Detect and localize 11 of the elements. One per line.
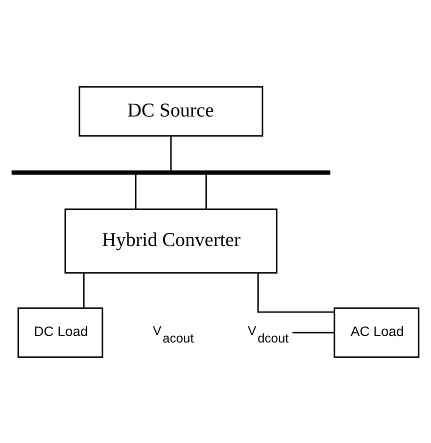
- connector: [83, 272, 85, 308]
- node-box: DC Source: [78, 86, 264, 136]
- node-bar: [12, 170, 330, 174]
- connector: [205, 174, 207, 209]
- connector: [170, 135, 172, 170]
- connector: [292, 331, 334, 333]
- connector: [257, 272, 334, 312]
- node-box: AC Load: [334, 306, 420, 358]
- node-box: Hybrid Converter: [64, 208, 278, 274]
- node-box: DC Load: [18, 306, 104, 358]
- connector: [134, 174, 136, 209]
